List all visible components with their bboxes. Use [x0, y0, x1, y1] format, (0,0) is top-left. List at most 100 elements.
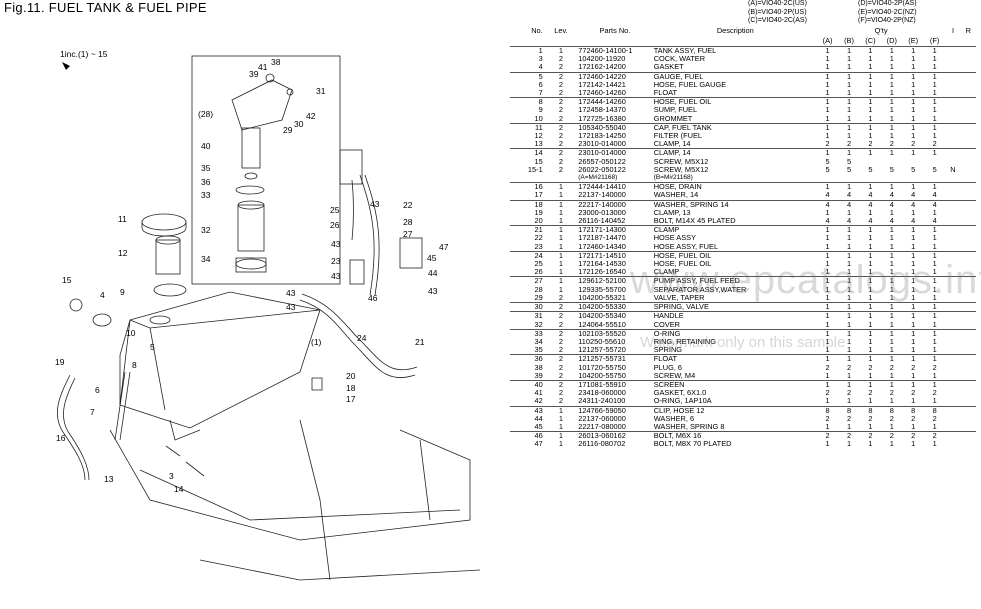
cell-lev: 2: [558, 131, 564, 141]
cell-r: [961, 397, 976, 406]
cell-r: [961, 81, 976, 89]
cell-no: 33: [510, 328, 548, 338]
callout-1-paren: (1): [311, 337, 322, 347]
callout-11: 11: [118, 214, 127, 224]
cell-parts-no: 104200-55321: [578, 292, 626, 302]
cell-qty: 1: [846, 370, 852, 380]
callout-43: 43: [370, 199, 380, 209]
cell-qty: 1: [859, 311, 882, 321]
cell-parts-no: 172171-14300: [574, 225, 652, 235]
cell-qty: 2: [932, 362, 937, 372]
cell-qty: 1: [846, 113, 852, 123]
cell-parts-no: 23418-060000: [578, 388, 626, 398]
cell-r: [960, 379, 976, 390]
callout-36: 36: [201, 177, 211, 187]
cell-no: 42: [534, 396, 543, 406]
cell-i: [945, 132, 960, 140]
cell-lev: 2: [558, 156, 564, 166]
cell-description: GASKET, 6X1.0: [653, 388, 707, 398]
arrow-icon: [62, 62, 70, 70]
cell-r: [960, 276, 976, 286]
cell-r: [960, 71, 976, 81]
cell-qty: 1: [889, 267, 894, 277]
page-title: Fig.11. FUEL TANK & FUEL PIPE: [4, 0, 207, 15]
cell-qty: 8: [881, 405, 903, 415]
cell-lev: 1: [547, 182, 575, 192]
cell-description: GASKET: [653, 62, 684, 72]
cell-i: [945, 397, 960, 406]
cell-qty: 1: [825, 62, 830, 72]
cell-qty: 1: [902, 379, 924, 390]
cell-qty: 5: [868, 164, 873, 174]
cell-i: [945, 234, 960, 242]
cell-i: [945, 63, 960, 72]
callout-30: 30: [294, 119, 304, 129]
cell-qty: 4: [838, 199, 860, 209]
cell-description: O-RING, 1AP10A: [653, 396, 712, 406]
cell-qty: 1: [825, 241, 830, 251]
cell-lev: 2: [547, 302, 575, 312]
cell-qty: 1: [846, 439, 852, 449]
cell-lev: 2: [558, 319, 564, 329]
cell-no: 44: [534, 413, 543, 423]
callout-47: 47: [439, 242, 449, 252]
callout-17: 17: [346, 394, 356, 404]
cell-description: SEPARATOR ASSY,WATER: [653, 284, 747, 294]
cell-description: HOSE ASSY: [653, 233, 697, 243]
cell-description: WASHER, SPRING 14: [651, 199, 817, 209]
cell-description: HOSE, DRAIN: [651, 182, 817, 192]
cell-no: 23: [534, 241, 543, 251]
cell-qty: 4: [846, 190, 852, 200]
cell-lev: 2: [558, 362, 564, 372]
cell-lev: 1: [547, 250, 575, 261]
cell-qty: 1: [846, 292, 852, 302]
cell-lev: 2: [558, 345, 564, 355]
cell-lev: 1: [558, 267, 564, 277]
cell-qty: 1: [881, 302, 903, 312]
callout-39: 39: [249, 69, 259, 79]
cell-qty: 2: [825, 139, 830, 149]
cell-qty: 1: [868, 79, 873, 89]
cell-qty: 2: [859, 431, 882, 441]
cell-no: 45: [534, 421, 543, 431]
cell-r: [961, 234, 976, 242]
cell-qty: 1: [932, 345, 937, 355]
callout-32: 32: [201, 225, 211, 235]
model-legend-item: (F)=VIO40-2P(NZ): [858, 17, 916, 24]
cell-qty: 1: [911, 292, 916, 302]
cell-parts-no: 104200-11920: [578, 54, 626, 64]
col-header-description: Description: [716, 25, 754, 35]
cell-qty: 1: [932, 62, 937, 72]
cell-no: 4: [538, 62, 543, 72]
cell-qty: 2: [816, 431, 839, 441]
cell-qty: 1: [932, 131, 937, 141]
cell-parts-no: 104200-55340: [574, 311, 652, 321]
cell-qty: 1: [859, 354, 882, 364]
cell-qty: 1: [902, 71, 924, 81]
cell-qty: 1: [868, 131, 873, 141]
cell-r: [960, 46, 976, 56]
cell-qty: 1: [816, 250, 839, 261]
cell-r: [961, 423, 976, 432]
cell-qty: 1: [825, 233, 830, 243]
cell-qty: 4: [911, 216, 916, 226]
cell-i: [945, 115, 960, 124]
cell-qty: 1: [932, 284, 937, 294]
callout-41: 41: [258, 62, 268, 72]
cell-qty: 4: [932, 190, 937, 200]
cell-qty: 1: [902, 182, 924, 192]
cell-qty: 1: [911, 79, 916, 89]
cell-no: 47: [534, 439, 543, 449]
cell-description: SUMP, FUEL: [653, 105, 698, 115]
callout-24: 24: [357, 333, 367, 343]
cell-qty: 1: [881, 225, 903, 235]
callout-21: 21: [415, 337, 425, 347]
